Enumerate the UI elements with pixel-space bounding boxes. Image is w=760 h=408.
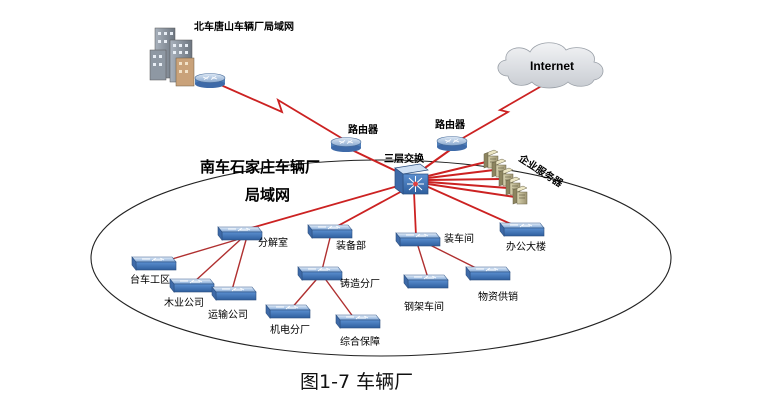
- switch-icon: [335, 314, 381, 329]
- servers-label: 企业服务器: [516, 151, 567, 190]
- router-icon: [194, 73, 226, 89]
- core-switch: 三层交换: [384, 152, 429, 195]
- label-gangjiachejian: 钢架车间: [404, 300, 444, 313]
- label-zhuzaofenchang: 铸造分厂: [340, 277, 380, 290]
- cloud-icon: [497, 42, 604, 89]
- label-zhuangchejian: 装车间: [444, 232, 474, 245]
- switch-icon: [297, 266, 343, 281]
- switch-wuzigongxiao: 物资供销: [465, 266, 518, 303]
- link-router-right-core: [421, 149, 451, 171]
- switch-jidianfenchang: 机电分厂: [265, 304, 311, 336]
- switch-icon: [465, 266, 511, 281]
- wan-link-remote: [213, 81, 349, 143]
- switch-zhuzaofenchang: 铸造分厂: [297, 266, 380, 290]
- label-wuzigongxiao: 物资供销: [478, 290, 518, 303]
- switch-icon: [211, 286, 257, 301]
- link-core-server-3: [427, 178, 502, 181]
- remote-lan-label: 北车唐山车辆厂局域网: [194, 20, 294, 33]
- link-zhuangbeibu-zhuzaofenchang: [321, 237, 331, 271]
- switch-bangongdalou: 办公大楼: [499, 222, 546, 253]
- router-icon: [436, 136, 468, 152]
- router-left: 路由器: [330, 123, 379, 153]
- server-cluster: 企业服务器: [483, 149, 567, 205]
- wan-link-internet: [455, 79, 553, 143]
- link-core-bangongdalou: [425, 185, 521, 229]
- switch-icon: [131, 256, 177, 271]
- core-switch-label: 三层交换: [384, 152, 425, 165]
- lan-boundary: [90, 159, 672, 357]
- internet-label: Internet: [530, 59, 574, 73]
- switch-icon: [395, 232, 441, 247]
- link-router-left-core: [351, 149, 399, 173]
- switch-icon: [217, 226, 263, 241]
- label-zhuangbeibu: 装备部: [336, 239, 366, 252]
- link-fenjieshi-taichegongqu: [161, 239, 237, 263]
- label-bangongdalou: 办公大楼: [506, 240, 546, 253]
- label-muyegongsi: 木业公司: [164, 297, 204, 309]
- label-fenjieshi: 分解室: [258, 236, 288, 249]
- internet-cloud: Internet: [497, 42, 604, 89]
- link-fenjieshi-yunshugongsi: [231, 239, 247, 291]
- link-zhuangche-gangjia: [417, 245, 429, 279]
- switch-fenjieshi: 分解室: [217, 226, 288, 249]
- link-core-zhuangchejian: [413, 191, 417, 237]
- switch-icon: [307, 224, 353, 239]
- switch-taichegongqu: 台车工区: [130, 256, 177, 286]
- link-core-server-5: [427, 183, 516, 198]
- router-right-label: 路由器: [435, 118, 466, 131]
- link-core-server-1: [427, 161, 487, 177]
- label-taichegongqu: 台车工区: [130, 273, 170, 286]
- lan-title-line1: 南车石家庄车辆厂: [200, 158, 320, 176]
- switch-muyegongsi: 木业公司: [164, 278, 215, 309]
- switch-icon: [403, 274, 449, 289]
- figure-caption: 图1-7 车辆厂: [300, 371, 413, 393]
- label-yunshugongsi: 运输公司: [208, 308, 248, 321]
- link-fenjieshi-muyegongsi: [193, 239, 241, 283]
- layer3-switch-icon: [394, 163, 429, 195]
- lan-title-line2: 局域网: [244, 186, 290, 204]
- link-core-fenjieshi: [243, 185, 399, 231]
- router-left-label: 路由器: [348, 123, 379, 136]
- switch-icon: [499, 222, 545, 237]
- building-icon: [149, 27, 195, 87]
- switch-zhuangchejian: 装车间: [395, 232, 474, 247]
- switch-zhuangbeibu: 装备部: [307, 224, 366, 252]
- switch-zonghebaozhang: 综合保障: [335, 314, 381, 348]
- switch-yunshugongsi: 运输公司: [208, 286, 257, 321]
- link-core-zhuangbeibu: [333, 189, 405, 229]
- switch-gangjiachejian: 钢架车间: [403, 274, 449, 313]
- switch-icon: [169, 278, 215, 293]
- link-core-server-4: [427, 181, 509, 189]
- router-icon: [330, 137, 362, 153]
- router-right: 路由器: [435, 118, 468, 152]
- link-core-server-2: [427, 169, 495, 179]
- remote-building: 北车唐山车辆厂局域网: [149, 20, 294, 89]
- links: [161, 79, 553, 319]
- link-zhuzao-zonghe: [325, 279, 355, 319]
- label-zonghebaozhang: 综合保障: [340, 335, 380, 348]
- label-jidianfenchang: 机电分厂: [270, 323, 310, 336]
- switch-icon: [265, 304, 311, 319]
